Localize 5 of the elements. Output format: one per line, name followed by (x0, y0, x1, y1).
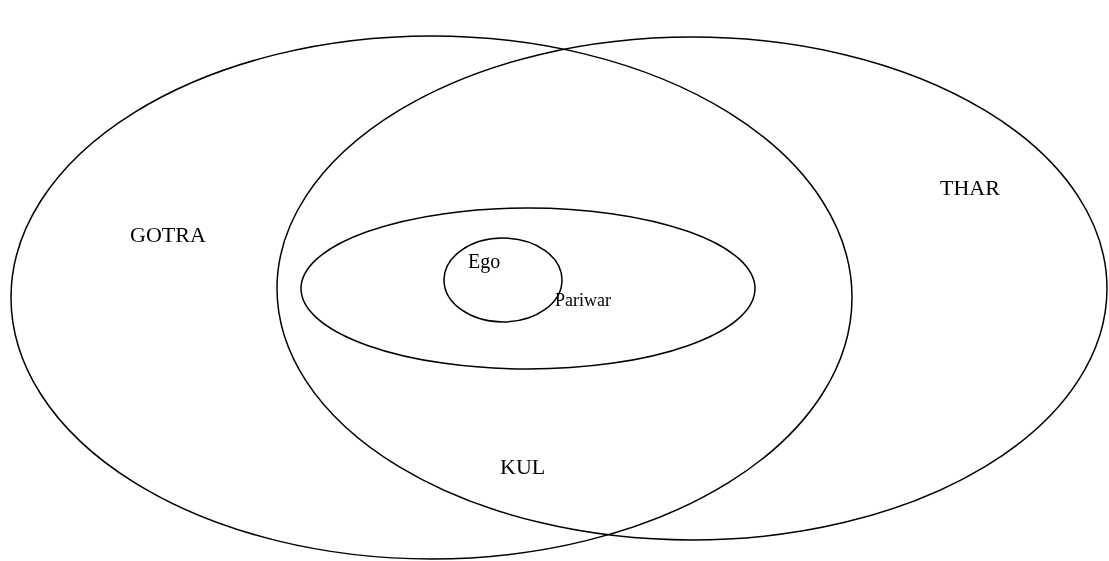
set-label: Ego (468, 250, 501, 272)
region-label: KUL (500, 455, 546, 480)
set-label: GOTRA (130, 223, 206, 248)
set-label: Pariwar (555, 291, 611, 311)
set-label: THAR (940, 176, 1000, 201)
